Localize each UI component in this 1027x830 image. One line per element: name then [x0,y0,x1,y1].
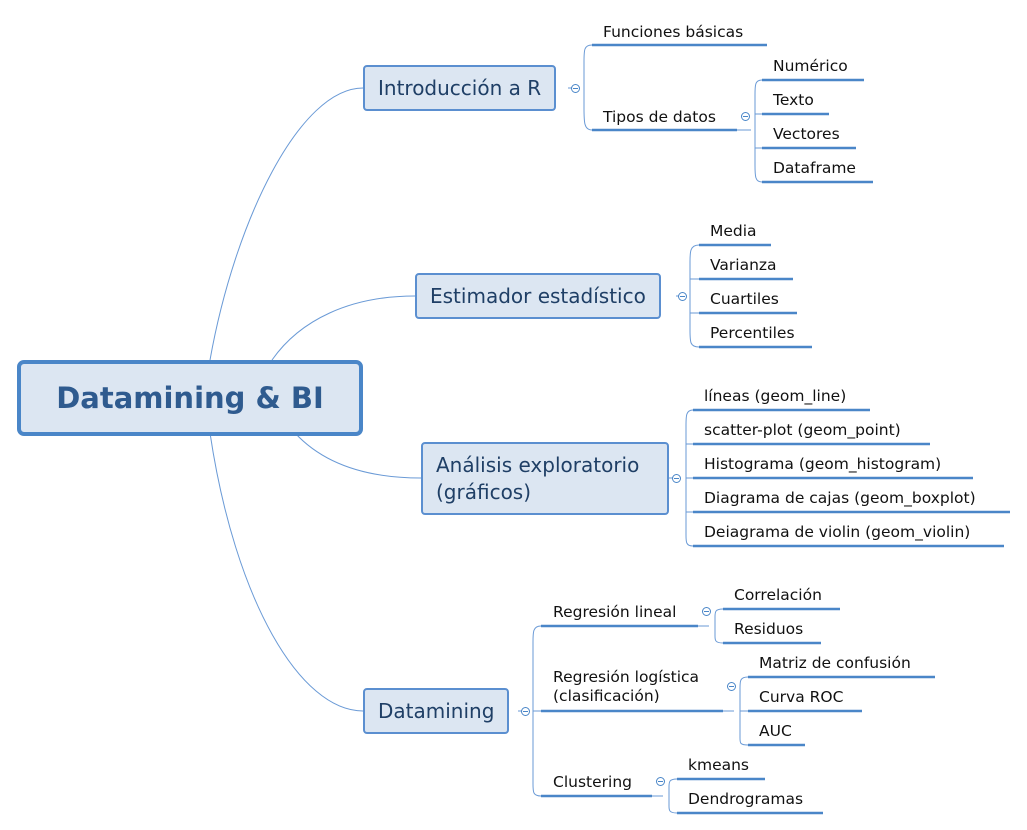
subtopic-kmeans[interactable]: kmeans [688,756,750,774]
subtopic-cuartiles[interactable]: Cuartiles [710,290,779,308]
subtopic-curva-roc[interactable]: Curva ROC [759,688,844,706]
collapse-toggle-icon[interactable] [702,607,711,616]
subtopic-lineas[interactable]: líneas (geom_line) [704,387,847,405]
subtopic-auc[interactable]: AUC [759,722,792,740]
subtopic-dendrogramas[interactable]: Dendrogramas [688,790,804,808]
collapse-toggle-icon[interactable] [571,84,580,93]
collapse-toggle-icon[interactable] [521,707,530,716]
subtopic-regresion-lineal[interactable]: Regresión lineal [553,603,677,621]
topic-analisis-exploratorio[interactable]: Análisis exploratorio(gráficos) [421,442,669,515]
topic-label: Introducción a R [378,75,542,100]
subtopic-diagrama-de-violin[interactable]: Deiagrama de violin (geom_violin) [704,523,971,541]
topic-datamining[interactable]: Datamining [363,688,510,734]
subtopic-funciones-basicas[interactable]: Funciones básicas [603,23,744,41]
collapse-toggle-icon[interactable] [672,474,681,483]
subtopic-histograma[interactable]: Histograma (geom_histogram) [704,455,942,473]
topic-label: Análisis exploratorio(gráficos) [436,452,640,504]
root-topic-label: Datamining & BI [56,381,324,415]
subtopic-texto[interactable]: Texto [773,91,814,109]
root-topic[interactable]: Datamining & BI [17,360,363,436]
subtopic-dataframe[interactable]: Dataframe [773,159,856,177]
subtopic-tipos-de-datos[interactable]: Tipos de datos [603,108,716,126]
subtopic-percentiles[interactable]: Percentiles [710,324,795,342]
topic-label: Estimador estadístico [430,283,646,308]
subtopic-matriz-de-confusion[interactable]: Matriz de confusión [759,654,911,672]
topic-estimador-estadistico[interactable]: Estimador estadístico [415,273,661,319]
subtopic-numerico[interactable]: Numérico [773,57,848,75]
subtopic-clustering[interactable]: Clustering [553,773,632,791]
topic-label: Datamining [378,698,495,723]
subtopic-correlacion[interactable]: Correlación [734,586,822,604]
subtopic-regresion-logistica[interactable]: Regresión logística(clasificación) [553,668,700,705]
collapse-toggle-icon[interactable] [741,112,750,121]
collapse-toggle-icon[interactable] [678,292,687,301]
subtopic-media[interactable]: Media [710,222,757,240]
collapse-toggle-icon[interactable] [656,777,665,786]
subtopic-diagrama-de-cajas[interactable]: Diagrama de cajas (geom_boxplot) [704,489,976,507]
subtopic-varianza[interactable]: Varianza [710,256,777,274]
subtopic-scatter-plot[interactable]: scatter-plot (geom_point) [704,421,901,439]
collapse-toggle-icon[interactable] [727,682,736,691]
subtopic-vectores[interactable]: Vectores [773,125,840,143]
topic-introduccion-a-r[interactable]: Introducción a R [363,65,557,111]
subtopic-residuos[interactable]: Residuos [734,620,804,638]
